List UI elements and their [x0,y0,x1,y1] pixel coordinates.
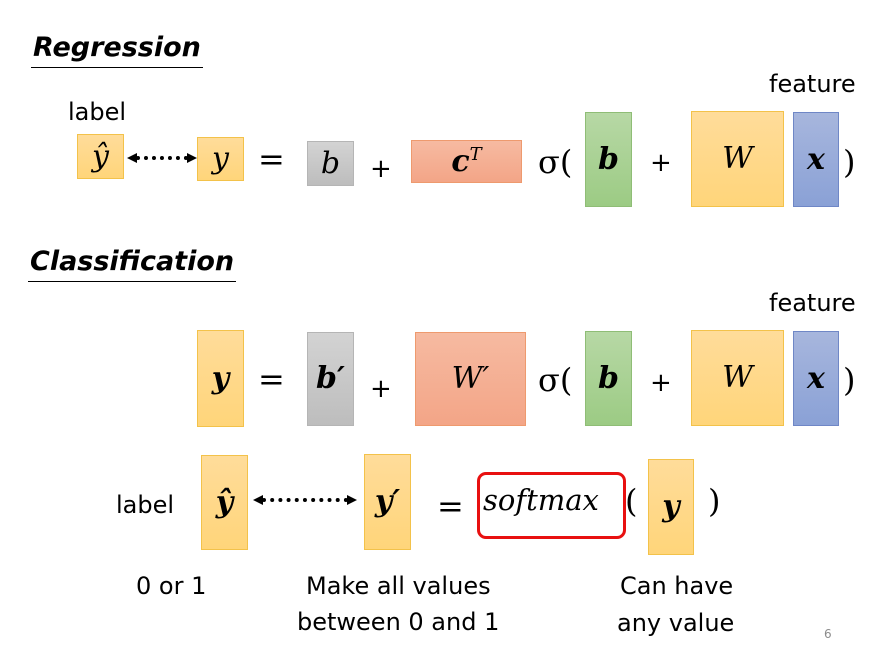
y-hat-vector-symbol: ŷ [215,484,234,520]
y-note-line1: Can have [620,572,734,600]
regression-feature-text: feature [769,70,856,98]
b-prime-symbol: b′ [316,361,345,396]
double-arrow-icon [253,495,357,505]
softmax-row-y-hat-box: ŷ [201,455,248,550]
classification-b-prime-box: b′ [307,332,354,426]
softmax-close-paren: ) [708,482,721,520]
softmax-note-line2: between 0 and 1 [297,608,500,636]
b-vector-symbol: b [598,141,619,177]
softmax-function-text: softmax [483,483,599,517]
softmax-row-equals: = [437,487,464,525]
regression-heading: Regression [31,31,203,68]
classification-W-prime-box: W′ [415,332,526,426]
b-vector-symbol: b [598,360,619,396]
y-symbol: y [212,141,229,176]
regression-y-box: y [197,137,244,181]
regression-plus-1: + [370,154,392,184]
c-symbol: c [451,143,470,179]
transpose-superscript: T [469,143,482,165]
W-symbol: W [722,360,753,395]
regression-label-text: label [68,98,127,126]
softmax-row-y-box: y [648,459,694,555]
classification-x-box: x [793,331,839,426]
y-prime-symbol: y′ [374,484,401,519]
W-symbol: W [722,141,753,176]
page-number: 6 [824,627,832,641]
regression-equals: = [258,140,285,178]
y-hat-symbol: ŷ [92,138,109,174]
regression-y-hat-box: ŷ [77,134,124,179]
regression-close-paren: ) [843,143,856,181]
classification-heading: Classification [28,245,237,282]
softmax-highlight-box [477,472,626,539]
classification-plus-2: + [650,368,672,398]
regression-plus-2: + [650,148,672,178]
softmax-row-label-text: label [116,491,175,519]
y-note-line2: any value [617,609,735,637]
classification-equals: = [258,360,285,398]
softmax-row-y-prime-box: y′ [364,454,411,550]
y-vector-symbol: y [662,489,680,524]
classification-sigma-open: σ( [538,361,573,399]
b-scalar-symbol: b [320,145,341,181]
regression-b-scalar-box: b [307,141,354,186]
classification-y-box: y [197,330,244,427]
classification-plus-1: + [370,374,392,404]
classification-feature-text: feature [769,289,856,317]
W-prime-symbol: W′ [451,361,490,396]
label-note: 0 or 1 [136,572,207,600]
x-symbol: x [807,360,825,396]
y-vector-symbol: y [211,360,230,396]
regression-W-box: W [691,111,784,207]
softmax-open-paren: ( [625,482,638,520]
regression-b-vector-box: b [585,112,632,207]
classification-b-vector-box: b [585,331,632,426]
classification-W-box: W [691,330,784,426]
regression-x-box: x [793,112,839,207]
classification-close-paren: ) [843,361,856,399]
x-symbol: x [807,141,825,177]
regression-sigma-open: σ( [538,143,573,181]
softmax-note-line1: Make all values [306,572,491,600]
double-arrow-icon [127,153,197,163]
